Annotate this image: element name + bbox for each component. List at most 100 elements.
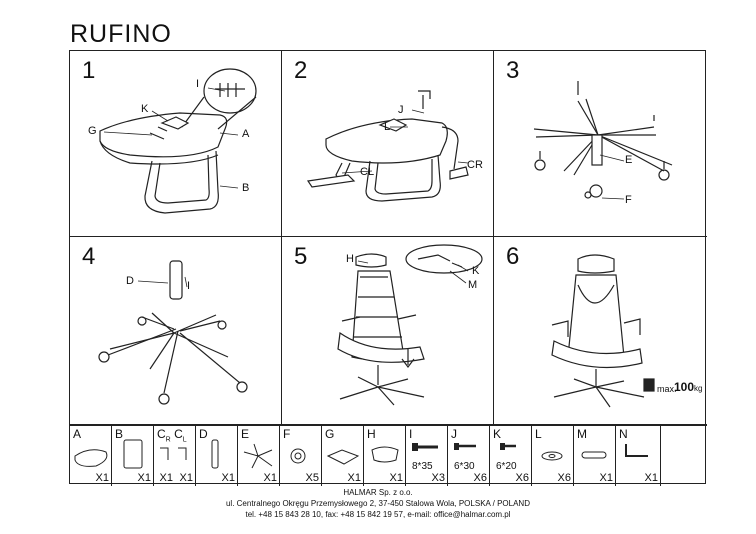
part-qty: X3 (431, 472, 445, 484)
part-qty: X1 (263, 472, 277, 484)
bolt-icon (500, 443, 516, 450)
step-6-panel: 6 max. 100 kg (494, 237, 707, 425)
document-title: RUFINO (70, 20, 172, 48)
part-N: N X1 (616, 426, 661, 486)
step-5-illustration (337, 244, 483, 406)
part-B: B X1 (112, 426, 154, 486)
label-E: E (625, 154, 633, 166)
part-qty: X1 (599, 472, 613, 484)
base-icon (243, 443, 273, 469)
part-qty: X1 (389, 472, 403, 484)
part-H: H X1 (364, 426, 406, 486)
gas-lift-icon (211, 439, 219, 469)
armrest-icon (160, 447, 187, 460)
part-F: F X5 (280, 426, 322, 486)
part-code: I (409, 427, 413, 441)
parts-list: A X1 B X1 CR CL X1 X1 D X1 E X1 F (70, 425, 707, 486)
label-L: L (384, 121, 391, 133)
part-qty: X1 (221, 472, 235, 484)
step-number: 6 (506, 243, 520, 270)
label-B: B (242, 182, 250, 194)
part-A: A X1 (70, 426, 112, 486)
step-4-illustration (98, 260, 248, 405)
seat-icon (74, 449, 108, 467)
part-code: E (241, 427, 250, 441)
part-K: K 6*20 X6 (490, 426, 532, 486)
step-4-panel: 4 D I (70, 237, 282, 425)
footer-company: HALMAR Sp. z o.o. (343, 488, 413, 497)
part-M: M X1 (574, 426, 616, 486)
step-number: 2 (294, 57, 308, 84)
step-number: 4 (82, 243, 96, 270)
part-code: J (451, 427, 457, 441)
part-code: B (115, 427, 124, 441)
part-qty: X1 (159, 472, 173, 484)
caster-icon (290, 448, 306, 464)
part-qty: X1 (347, 472, 361, 484)
part-D: D X1 (196, 426, 238, 486)
step-number: 3 (506, 57, 520, 84)
step-1-illustration (99, 68, 257, 214)
label-G: G (88, 125, 97, 137)
part-qty: X1 (179, 472, 193, 484)
step-1-panel: 1 I K (70, 51, 282, 237)
mechanism-icon (326, 449, 360, 465)
part-code: G (325, 427, 335, 441)
part-code: A (73, 427, 82, 441)
label-F: F (625, 194, 632, 206)
label-I: I (187, 280, 191, 292)
part-size: 6*20 (496, 461, 517, 472)
part-qty: X1 (95, 472, 109, 484)
footer-address: ul. Centralnego Okręgu Przemysłowego 2, … (225, 499, 530, 508)
max-load-label: max. (657, 384, 677, 394)
part-I: I 8*35 X3 (406, 426, 448, 486)
max-load-unit: kg (694, 384, 703, 393)
label-M: M (468, 279, 478, 291)
part-code: N (619, 427, 628, 441)
part-code: M (577, 427, 587, 441)
backrest-frame-icon (123, 439, 143, 469)
label-H: H (346, 253, 354, 265)
parts-empty-cell (661, 426, 707, 486)
bolt-icon (454, 443, 476, 450)
step-3-illustration (533, 81, 673, 200)
label-CR: CR (467, 159, 483, 171)
label-D: D (126, 275, 134, 287)
step-number: 1 (82, 57, 96, 84)
footer-contact: tel. +48 15 843 28 10, fax: +48 15 842 1… (245, 510, 511, 519)
part-E: E X1 (238, 426, 280, 486)
label-I: I (196, 78, 200, 90)
headrest-icon (371, 446, 399, 463)
part-size: 8*35 (412, 461, 433, 472)
hex-key-icon (625, 444, 648, 457)
part-qty: X6 (473, 472, 487, 484)
bolt-icon (412, 443, 438, 451)
part-code: L (535, 427, 542, 441)
part-qty: X6 (557, 472, 571, 484)
part-code: H (367, 427, 376, 441)
step-2-illustration (306, 90, 469, 202)
instructions-frame: 1 I K (69, 50, 707, 486)
part-code: K (493, 427, 502, 441)
part-G: G X1 (322, 426, 364, 486)
label-K: K (472, 265, 480, 277)
part-L: L X6 (532, 426, 574, 486)
part-J: J 6*30 X6 (448, 426, 490, 486)
step-2-panel: 2 J L CL CR (282, 51, 494, 237)
step-3-panel: 3 E F (494, 51, 707, 237)
part-qty: X6 (515, 472, 529, 484)
label-A: A (242, 128, 250, 140)
label-K: K (141, 103, 149, 115)
label-CL: CL (360, 166, 375, 178)
max-load-value: 100 (674, 380, 695, 394)
step-number: 5 (294, 243, 308, 270)
washer-icon (541, 451, 563, 461)
part-code: CR CL (157, 427, 187, 444)
cover-plate-icon (581, 451, 607, 459)
step-6-illustration (551, 254, 655, 408)
part-C: CR CL X1 X1 (154, 426, 196, 486)
part-size: 6*30 (454, 461, 475, 472)
part-qty: X1 (137, 472, 151, 484)
step-5-panel: 5 H K M (282, 237, 494, 425)
part-code: D (199, 427, 208, 441)
